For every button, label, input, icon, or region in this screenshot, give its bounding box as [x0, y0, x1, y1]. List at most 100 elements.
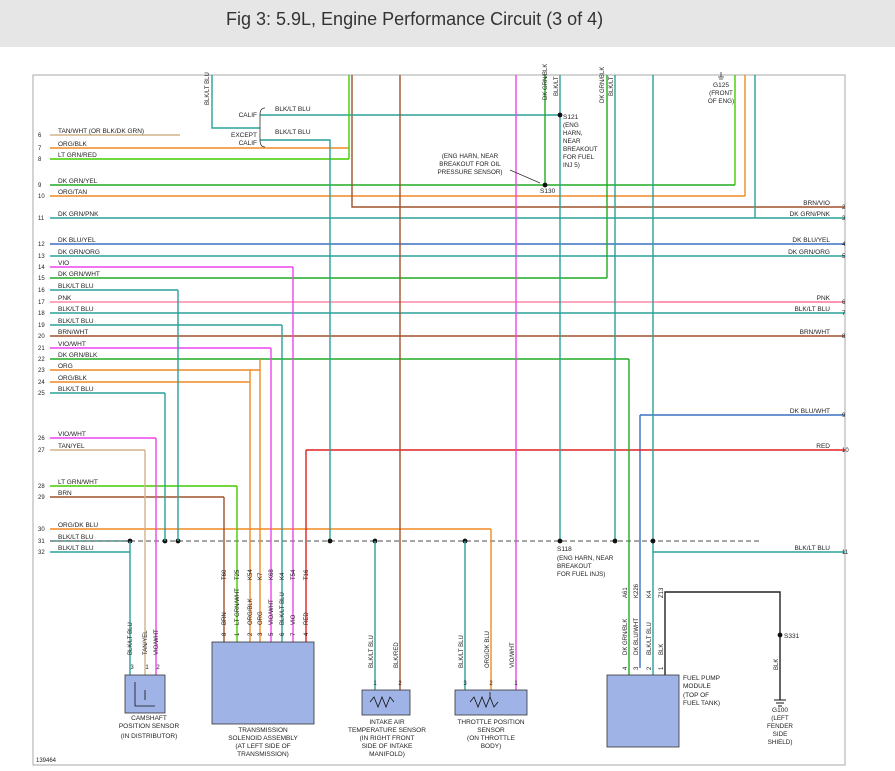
left-wire-label: ORG/BLK — [58, 141, 88, 148]
left-pin-number: 15 — [38, 276, 45, 282]
left-pin-number: 18 — [38, 311, 45, 317]
fp-wire-label: BLK/LT BLU — [647, 622, 653, 655]
s121-desc: HARN, — [563, 130, 583, 137]
wires-layer — [50, 72, 845, 700]
tps-name: THROTTLE POSITION — [457, 719, 524, 726]
right-wire-label: PNK — [817, 295, 831, 302]
left-wire-label: LT GRN/RED — [58, 152, 97, 159]
ground-location: SHIELD) — [768, 739, 793, 746]
left-pin-number: 12 — [38, 242, 45, 248]
iat-pin: 2 — [398, 681, 402, 687]
fuel-pump-box — [606, 674, 680, 748]
tps-pin: 1 — [514, 681, 518, 687]
left-wire-label: ORG — [58, 363, 73, 370]
s121-desc: NEAR — [563, 138, 581, 145]
right-pin-number: 11 — [842, 550, 849, 556]
right-wire-label: BRN/WHT — [800, 329, 830, 336]
right-pin-number: 9 — [842, 413, 846, 419]
right-pin-number: 10 — [842, 448, 849, 454]
title-bar: Fig 3: 5.9L, Engine Performance Circuit … — [0, 0, 895, 47]
left-wire-label: ORG/BLK — [58, 375, 88, 382]
left-wire-label: VIO — [58, 260, 69, 267]
trans-pin: 8 — [222, 632, 228, 636]
ground-location: (LEFT — [771, 715, 789, 722]
ground-location: FENDER — [767, 723, 793, 730]
except-calif-wire — [260, 139, 331, 541]
left-wire-label: BLK/LT BLU — [58, 306, 94, 313]
figure-id: 139464 — [36, 758, 57, 764]
fp-circuit: K4 — [647, 590, 653, 598]
trans-wire-label: BLK/LT BLU — [280, 592, 286, 625]
bus-splice-dot — [327, 538, 333, 544]
trans-wire-label: ORG/BLK — [248, 598, 254, 625]
trans-wire-label: ORG — [258, 611, 264, 625]
left-wire-label: DK GRN/BLK — [58, 352, 98, 359]
fp-wire-label: DK BLU/WHT — [634, 618, 640, 655]
diagram-border — [32, 74, 846, 766]
tps-location: BODY) — [481, 743, 502, 750]
fp-circuit: K226 — [634, 583, 640, 598]
fp-pin: 4 — [623, 666, 629, 670]
tps-wire-label: BLK/LT BLU — [459, 635, 465, 668]
right-pin-number: 5 — [842, 254, 846, 260]
fuel-pump-location: (TOP OF — [683, 692, 709, 699]
s331-dot — [777, 632, 783, 638]
right-pin-number: 2 — [842, 205, 846, 211]
top-vertical-label: DK GRN/BLK — [543, 64, 549, 100]
cam-wire-label: VIO/WHT — [154, 629, 160, 655]
except-wire-label: BLK/LT BLU — [275, 129, 311, 136]
top-vertical-label: BLK/LT — [554, 76, 560, 96]
cam-pin: 3 — [130, 665, 134, 671]
left-pin-number: 17 — [38, 300, 45, 306]
left-wire-label: VIO/WHT — [58, 341, 86, 348]
left-wire-label: BLK/LT BLU — [58, 318, 94, 325]
left-pin-number: 6 — [38, 133, 42, 139]
trans-circuit: T16 — [304, 569, 310, 580]
left-pin-number: 32 — [38, 550, 45, 556]
s118-desc: FOR FUEL INJS) — [557, 571, 605, 578]
iat-name: INTAKE AIR — [369, 719, 405, 726]
fp-circuit: A61 — [623, 587, 629, 598]
wire-brn-vio — [351, 75, 845, 208]
trans-circuit: T25 — [235, 569, 241, 580]
transmission-name: TRANSMISSION — [238, 727, 288, 734]
vertical-wire-label: BLK/LT BLU — [205, 72, 211, 105]
right-wire-label: DK GRN/PNK — [790, 211, 831, 218]
fuel-pump-name: FUEL PUMP — [683, 675, 720, 682]
s121-desc: (ENG — [563, 122, 579, 129]
iat-location: SIDE OF INTAKE — [362, 743, 413, 750]
right-wire-label: DK BLU/WHT — [790, 408, 830, 415]
fp-pin: 2 — [647, 666, 653, 670]
right-wire-label: DK GRN/ORG — [788, 249, 830, 256]
s130-label: S130 — [540, 188, 556, 195]
s130-desc: PRESSURE SENSOR) — [437, 169, 502, 176]
left-pin-number: 24 — [38, 380, 45, 386]
right-pin-number: 6 — [842, 300, 846, 306]
transmission-location: (AT LEFT SIDE OF — [235, 743, 290, 750]
left-pin-number: 29 — [38, 495, 45, 501]
fp-pin: 3 — [634, 666, 640, 670]
left-wire-label: BRN — [58, 490, 72, 497]
right-pin-number: 8 — [842, 334, 846, 340]
s130-leader — [509, 169, 541, 184]
bus-splice-dot — [557, 538, 563, 544]
s130-desc: (ENG HARN, NEAR — [442, 153, 499, 160]
tps-box — [454, 689, 528, 716]
right-wire-label: BLK/LT BLU — [794, 545, 830, 552]
trans-pin: 7 — [291, 632, 297, 636]
left-pin-number: 9 — [38, 183, 42, 189]
bus-splice-dot — [650, 538, 656, 544]
left-pin-number: 25 — [38, 391, 45, 397]
left-pin-number: 31 — [38, 539, 45, 545]
bus-splice-dot — [612, 538, 618, 544]
left-pin-number: 22 — [38, 357, 45, 363]
transmission-box — [211, 641, 315, 725]
left-pin-number: 8 — [38, 157, 42, 163]
left-wire-label: BLK/LT BLU — [58, 386, 94, 393]
s118-label: S118 — [557, 546, 572, 553]
iat-location: (IN RIGHT FRONT — [360, 735, 415, 742]
trans-pin: 6 — [280, 632, 286, 636]
left-wire-label: LT GRN/WHT — [58, 479, 98, 486]
trans-pin: 3 — [258, 632, 264, 636]
right-wire-label: BLK/LT BLU — [794, 306, 830, 313]
